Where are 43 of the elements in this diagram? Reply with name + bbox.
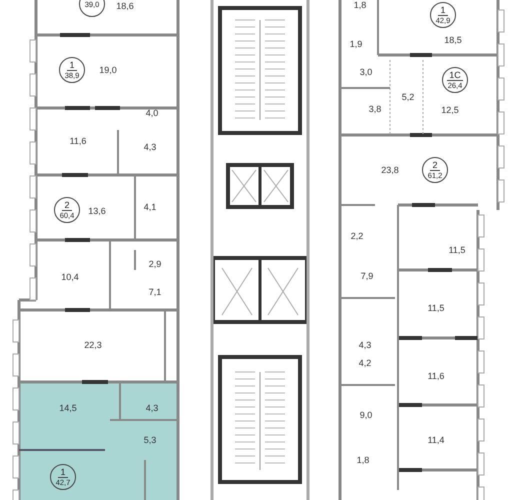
room-area: 4,3	[358, 340, 372, 350]
room-area: 5,3	[144, 435, 156, 445]
room-area: 11,6	[428, 371, 444, 381]
room-area: 10,4	[61, 272, 79, 282]
room-area: 7,1	[148, 287, 162, 297]
room-area: 4,3	[146, 403, 158, 413]
room-area: 1,8	[356, 455, 370, 465]
room-area: 12,5	[441, 105, 459, 115]
room-area: 11,5	[428, 303, 444, 313]
apartment-badge	[422, 157, 448, 183]
room-area: 7,9	[360, 271, 374, 281]
room-area: 2,9	[148, 259, 162, 269]
room-area: 2,2	[350, 231, 364, 241]
room-area: 4,1	[144, 202, 156, 212]
room-area: 3,8	[368, 104, 382, 114]
room-area: 1,8	[354, 0, 366, 10]
room-area: 18,5	[444, 35, 462, 45]
room-area: 22,3	[84, 340, 102, 350]
room-area: 5,2	[402, 92, 414, 102]
apartment-rooms: 2	[430, 160, 440, 170]
room-area: 4,2	[358, 358, 372, 368]
apartment-rooms: 1	[58, 468, 68, 478]
apartment-badge	[54, 197, 80, 223]
apartment-rooms: 1С	[447, 70, 463, 80]
room-area: 11,4	[428, 435, 444, 445]
apartment-rooms: 2	[62, 200, 72, 210]
room-area: 1,9	[350, 39, 362, 49]
room-area: 14,5	[59, 403, 77, 413]
room-area: 13,6	[88, 206, 106, 216]
room-area: 11,6	[70, 136, 86, 146]
room-area: 11,5	[448, 245, 466, 255]
room-area: 19,0	[99, 65, 117, 75]
apartment-badge	[442, 67, 468, 93]
room-area: 4,3	[144, 142, 156, 152]
room-area: 9,0	[360, 410, 372, 420]
apartment-badge	[59, 57, 85, 83]
apartment-rooms: 1	[438, 6, 448, 16]
room-area: 4,0	[146, 108, 158, 118]
apartment-rooms: 1	[67, 60, 76, 70]
room-area: 18,6	[116, 1, 134, 11]
apartment-badge	[430, 2, 456, 28]
room-area: 23,8	[381, 165, 399, 175]
room-area: 3,0	[360, 67, 372, 77]
